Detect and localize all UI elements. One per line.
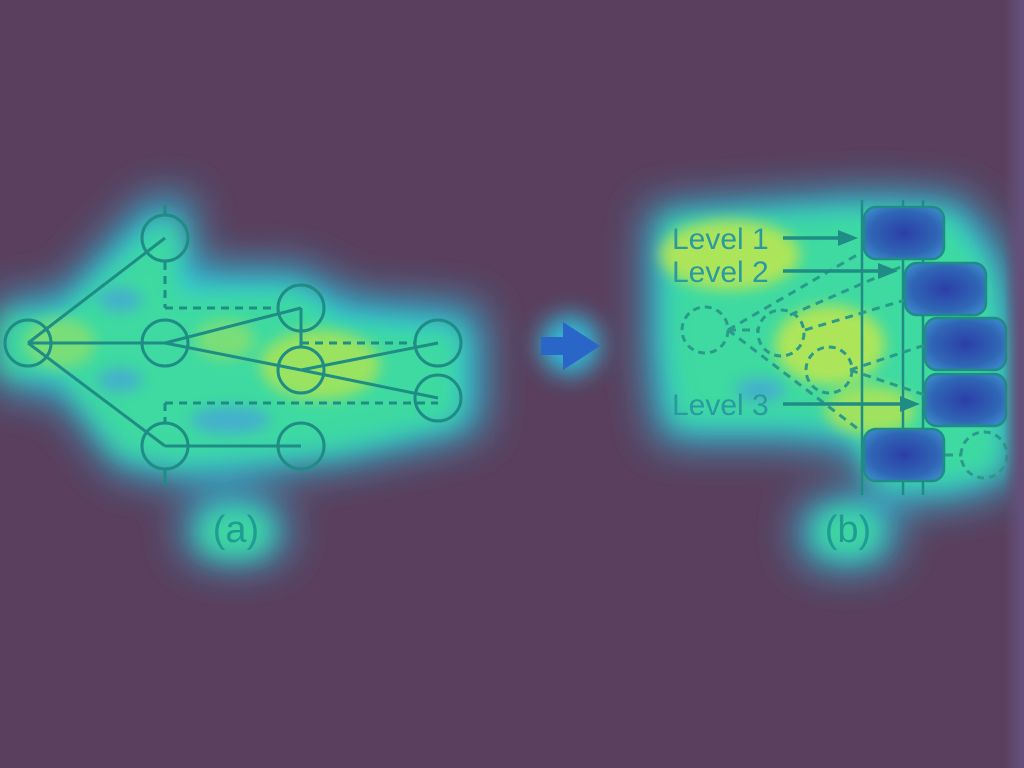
- graph-b-pruned-node: [756, 308, 806, 358]
- level-block: [862, 205, 946, 261]
- heatmap-glow-a: [0, 200, 480, 560]
- panel-b-diagram: Level 1 Level 2 Level 3: [672, 200, 1009, 495]
- level-block: [923, 372, 1008, 428]
- graph-a-edge: [27, 341, 166, 448]
- level-block: [903, 261, 988, 317]
- graph-b-pruned-node: [804, 345, 854, 395]
- level-2-arrow-head: [878, 263, 898, 279]
- graph-b-dashed-edge: [727, 328, 863, 434]
- graph-a-node: [413, 318, 463, 368]
- level-block: [862, 427, 946, 483]
- graph-a-edge: [27, 236, 166, 345]
- level-3-arrow-head: [900, 396, 920, 412]
- graph-a-node: [140, 421, 190, 471]
- graph-b-dashed-edge: [727, 250, 863, 332]
- panel-a-label: (a): [213, 509, 259, 551]
- level-1-label: Level 1: [672, 223, 769, 256]
- graph-a-node: [276, 421, 326, 471]
- level-2-label: Level 2: [672, 256, 769, 289]
- graph-b-pruned-node: [680, 305, 730, 355]
- panel-b-label: (b): [825, 509, 871, 551]
- panel-a-graph: [3, 205, 463, 485]
- level-3-label: Level 3: [672, 389, 769, 422]
- right-arrow-icon: [541, 322, 600, 370]
- graph-a-node: [3, 318, 53, 368]
- graph-a-node: [276, 283, 326, 333]
- right-edge-shade: [1004, 0, 1024, 768]
- graph-b-dashed-edge: [804, 298, 906, 332]
- graph-a-node: [140, 318, 190, 368]
- graph-a-node: [276, 345, 326, 395]
- level-1-arrow-head: [838, 230, 858, 246]
- graph-a-node: [413, 373, 463, 423]
- level-block: [923, 316, 1008, 372]
- graph-a-node: [140, 213, 190, 263]
